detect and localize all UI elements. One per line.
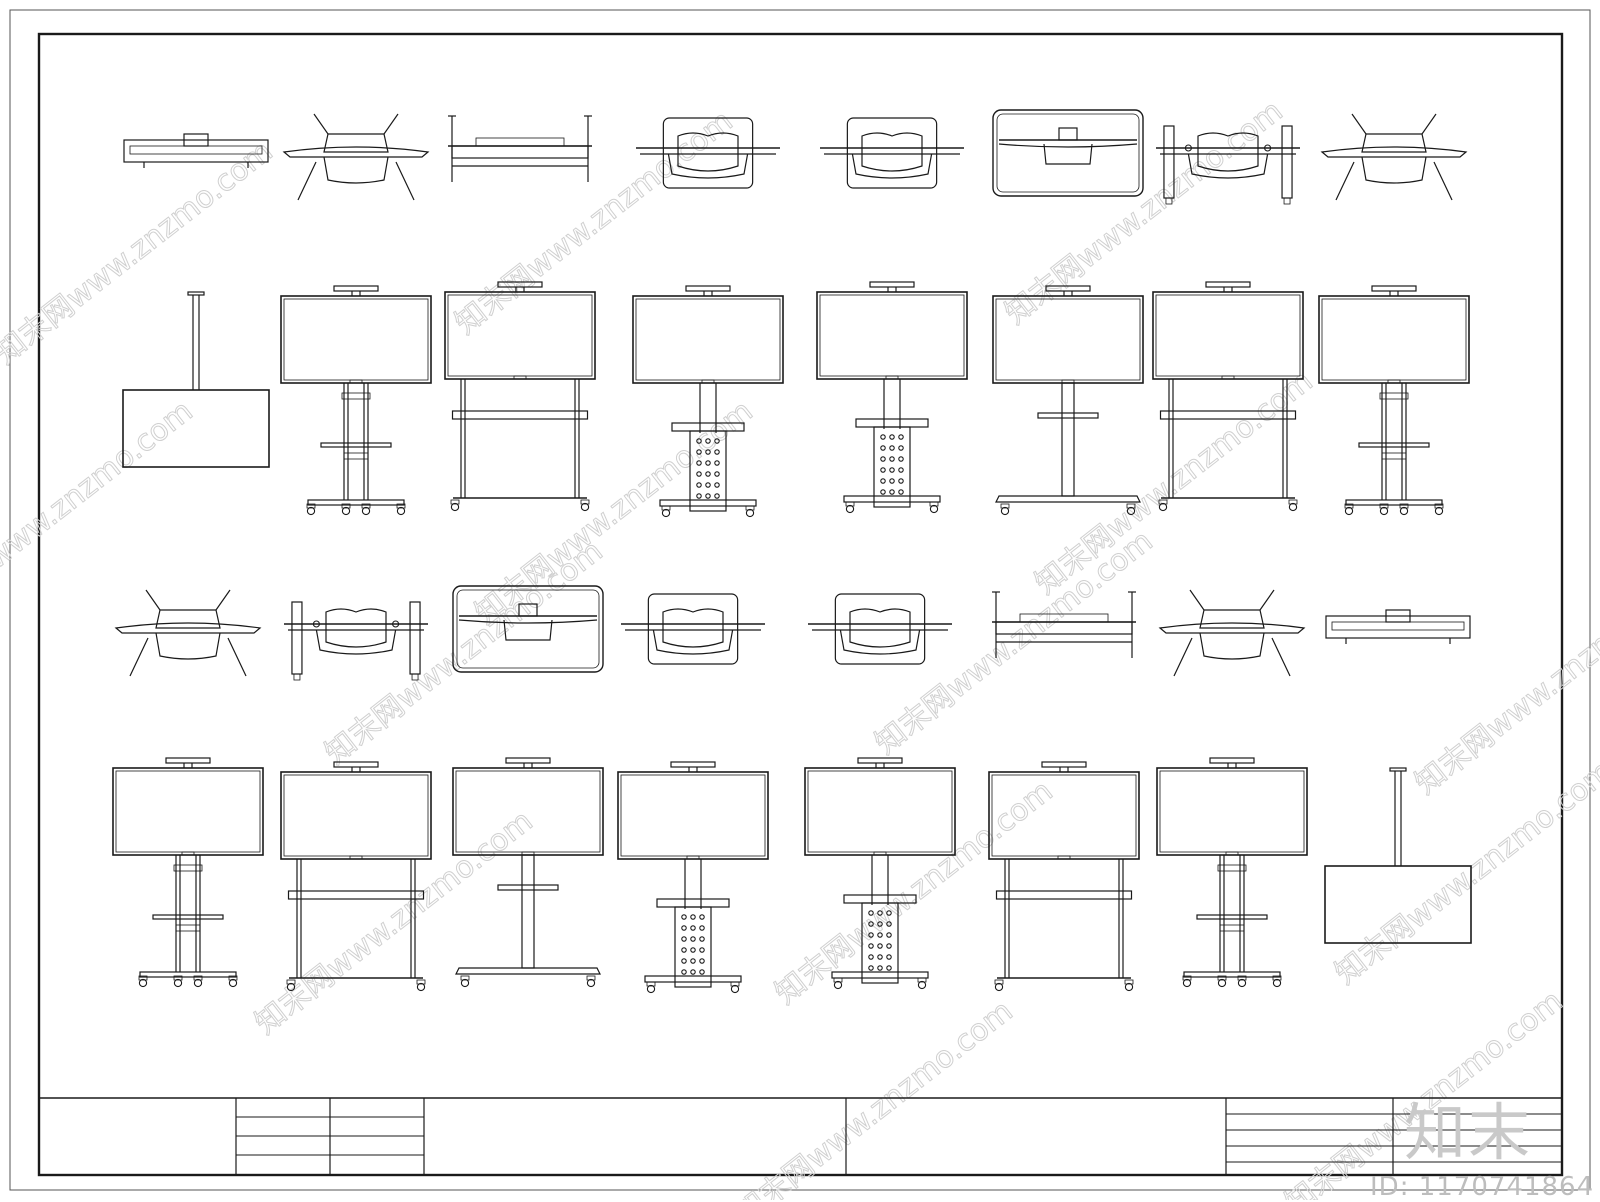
top-view-top-bar-2-7	[1325, 609, 1471, 644]
front-view-ceiling-3-7	[1324, 767, 1472, 944]
front-view-stand-table-3-5	[988, 761, 1140, 992]
watermark-text: 知末网www.znzmo.com	[1029, 364, 1320, 602]
top-view-top-legs-2-0	[114, 589, 262, 677]
watermark-text: 知末网www.znzmo.com	[769, 774, 1060, 1012]
watermark-text: 知末网www.znzmo.com	[729, 994, 1020, 1200]
top-view-top-round-0-5	[992, 109, 1144, 197]
top-view-top-legs-2-6	[1158, 589, 1306, 677]
front-view-stand-plain-1-7	[1318, 285, 1470, 516]
front-view-stand-plain-3-6	[1156, 757, 1308, 988]
top-view-top-legs-0-1	[282, 113, 430, 201]
inner-border	[37, 32, 1564, 1177]
top-view-top-frame-0-2	[448, 115, 592, 182]
front-view-stand-column-1-5	[992, 285, 1144, 516]
tv-stand-blocks	[112, 109, 1472, 994]
front-view-stand-perforated-1-4	[816, 281, 968, 514]
top-view-top-bracket-0-3	[636, 117, 780, 189]
front-view-stand-table-1-6	[1152, 281, 1304, 512]
watermark-text: 知末网www.znzmo.com	[1329, 754, 1600, 992]
top-view-top-round-2-2	[452, 585, 604, 673]
drawing-frame	[9, 9, 1591, 1191]
top-view-top-bar-0-0	[123, 133, 269, 168]
top-view-top-bracket-legs-0-6	[1156, 125, 1300, 205]
top-view-top-legs-0-7	[1320, 113, 1468, 201]
top-view-top-bracket-2-3	[621, 593, 765, 665]
watermark-text: 知末网www.znzmo.com	[0, 134, 280, 372]
top-view-top-frame-2-5	[992, 591, 1136, 658]
front-view-stand-plain-3-0	[112, 757, 264, 988]
watermark-text: 知末网www.znzmo.com	[0, 394, 200, 632]
watermark-id: ID: 1170741864	[1370, 1172, 1595, 1202]
front-view-stand-table-1-2	[444, 281, 596, 512]
front-view-stand-table-3-1	[280, 761, 432, 992]
front-view-stand-perforated-3-3	[617, 761, 769, 994]
front-view-stand-plain-1-1	[280, 285, 432, 516]
watermark-text: 知末网www.znzmo.com	[319, 534, 610, 772]
watermark-text: 知末网www.znzmo.com	[249, 804, 540, 1042]
front-view-stand-column-3-2	[452, 757, 604, 988]
top-view-top-bracket-0-4	[820, 117, 964, 189]
watermark-logo: 知末	[1404, 1096, 1533, 1169]
front-view-stand-perforated-3-4	[804, 757, 956, 990]
title-block	[39, 1097, 1562, 1175]
front-view-ceiling-1-0	[122, 291, 270, 468]
front-view-stand-perforated-1-3	[632, 285, 784, 518]
outer-border	[9, 9, 1591, 1191]
top-view-top-bracket-2-4	[808, 593, 952, 665]
top-view-top-bracket-legs-2-1	[284, 601, 428, 681]
watermark-text: 知末网www.znzmo.com	[449, 104, 740, 342]
watermark-text: 知末网www.znzmo.com	[1409, 564, 1600, 802]
